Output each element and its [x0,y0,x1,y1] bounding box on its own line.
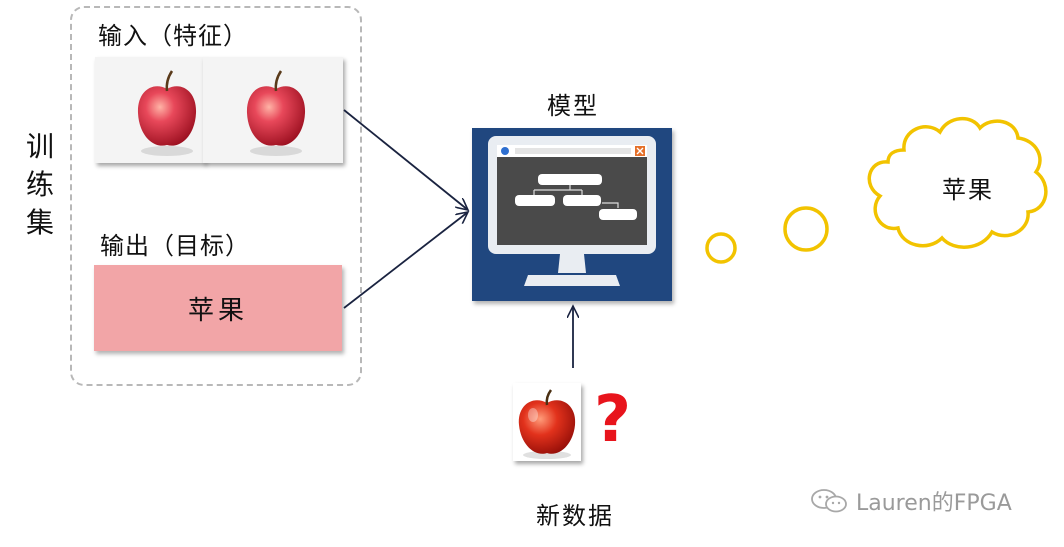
prediction-label: 苹果 [942,176,994,204]
question-mark: ? [594,383,632,457]
thought-dot-small [705,232,737,264]
input-features-label: 输入（特征） [98,22,248,50]
thought-dot-large [783,206,829,252]
monitor-icon [488,136,656,286]
input-to-model-arrow [343,109,468,210]
model-label: 模型 [547,92,599,120]
thought-bubble [705,117,1048,264]
input-apple-photo-1 [95,57,205,163]
thought-cloud [867,117,1048,249]
watermark: Lauren的FPGA [810,486,1012,516]
output-to-model-arrow [343,212,468,309]
output-target-label: 输出（目标） [100,232,250,260]
wechat-icon [811,489,847,513]
apple-image-2 [203,57,343,163]
training-set-label: 训练集 [25,130,54,239]
new-data-label: 新数据 [536,502,614,530]
apple-image-1 [95,57,205,163]
output-target-box: 苹果 [94,265,342,351]
watermark-text: Lauren的FPGA [856,491,1012,516]
model-panel [472,128,672,301]
training-set-box [70,6,362,386]
apple-image-3 [518,389,576,459]
input-apple-photo-2 [203,57,343,163]
output-target-value: 苹果 [187,295,248,326]
new-data-apple-photo [513,383,581,461]
